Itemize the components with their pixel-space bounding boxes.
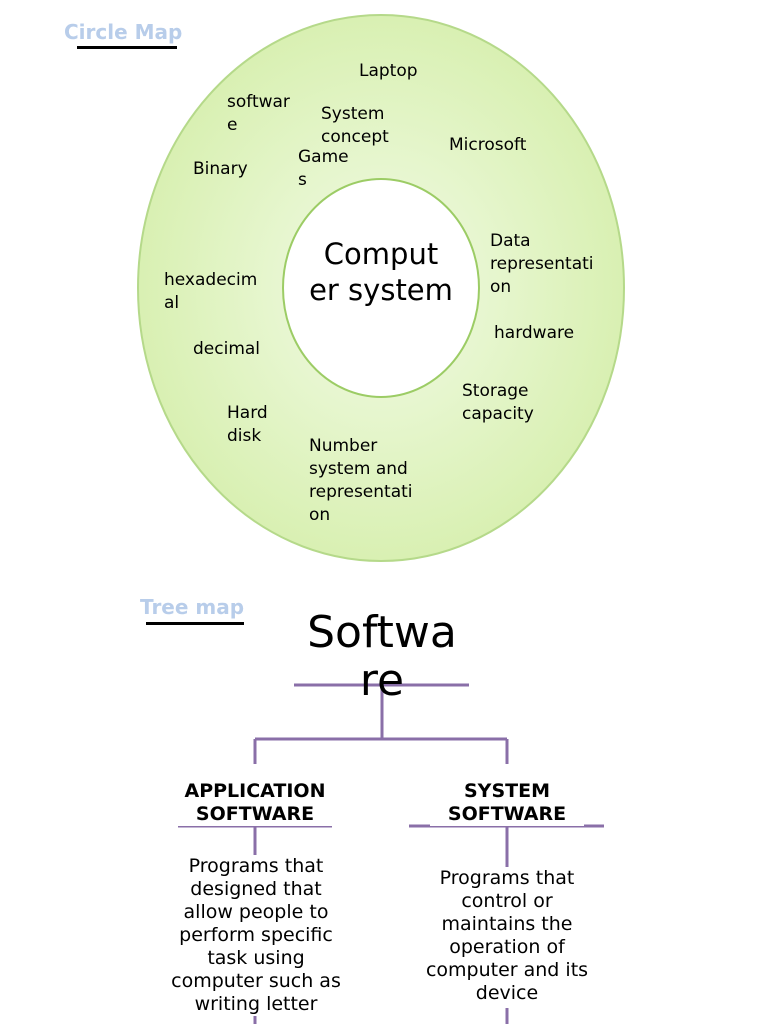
- circle-map-center-topic: Comput er system: [309, 237, 453, 307]
- circle-map-diagram: [137, 14, 625, 562]
- inner-circle: [282, 178, 480, 398]
- circle-item-software: softwar e: [227, 92, 290, 135]
- tree-map-title-underline: [146, 622, 244, 625]
- application-software-heading: APPLICATION SOFTWARE: [168, 780, 342, 826]
- circle-item-system-concept: System concept: [321, 104, 389, 147]
- circle-item-binary: Binary: [193, 159, 248, 179]
- system-software-heading: SYSTEM SOFTWARE: [430, 780, 584, 826]
- circle-item-microsoft: Microsoft: [449, 135, 527, 155]
- circle-item-decimal: decimal: [193, 339, 261, 359]
- circle-map-title-underline: [77, 46, 177, 49]
- circle-item-hexadecimal: hexadecim al: [164, 270, 258, 313]
- circle-item-number-system: Number system and representati on: [309, 436, 413, 525]
- application-software-description: Programs that designed that allow people…: [166, 855, 346, 1016]
- circle-item-storage-capacity: Storage capacity: [462, 381, 534, 424]
- circle-item-hard-disk: Hard disk: [227, 403, 268, 446]
- circle-item-laptop: Laptop: [359, 61, 418, 81]
- circle-item-data-representation: Data representati on: [490, 231, 594, 297]
- circle-map-title: Circle Map: [64, 20, 183, 44]
- circle-item-games: Game s: [298, 147, 349, 190]
- tree-map-title: Tree map: [140, 595, 245, 619]
- circle-item-hardware: hardware: [494, 323, 575, 343]
- tree-root-software: Softwa re: [307, 607, 457, 706]
- system-software-description: Programs that control or maintains the o…: [412, 867, 602, 1005]
